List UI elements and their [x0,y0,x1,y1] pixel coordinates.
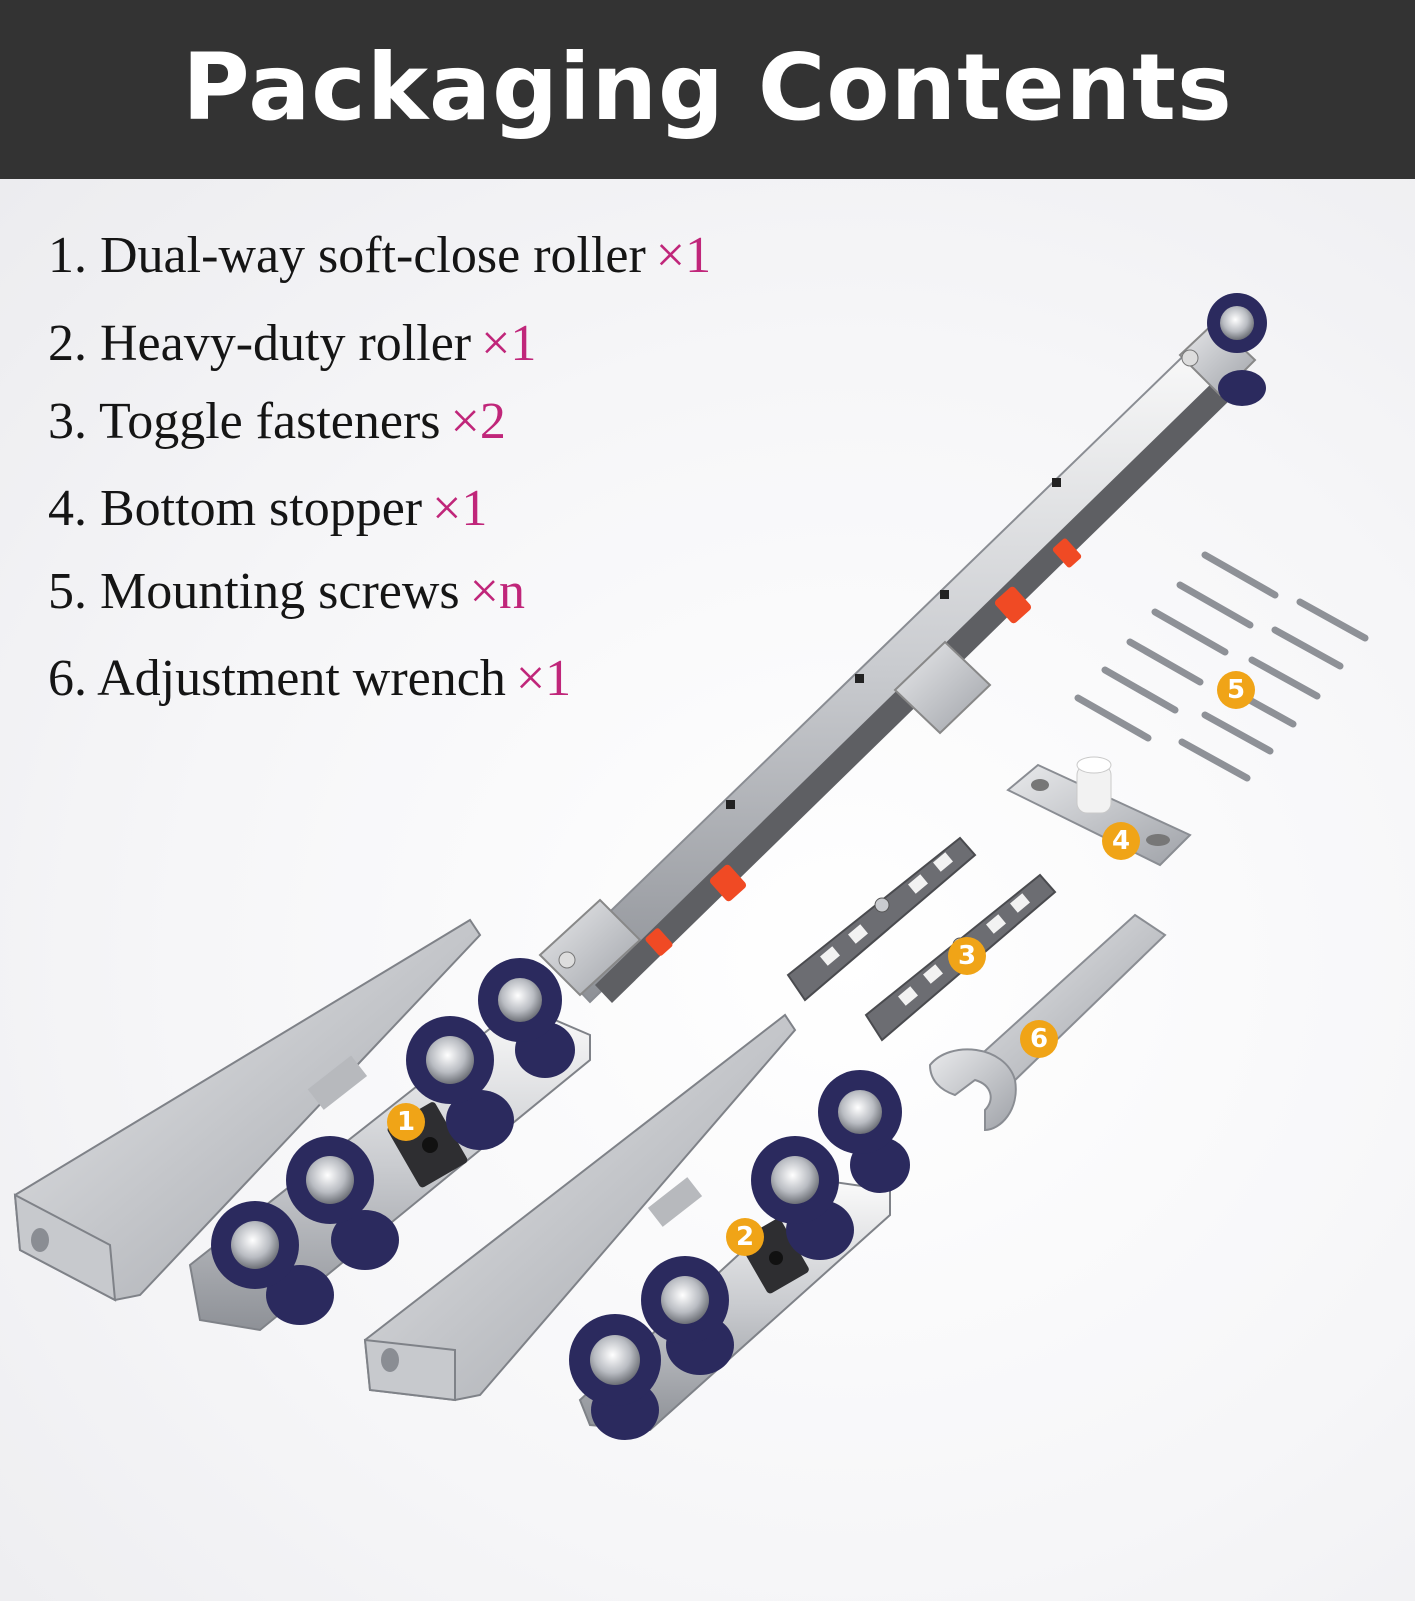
list-item: 4. Bottom stopper×1 [48,480,488,537]
list-item: 1. Dual-way soft-close roller×1 [48,227,712,284]
callout-badge-6: 6 [1020,1020,1058,1058]
damper-clip-icon [645,538,1082,956]
callout-badge-3: 3 [948,937,986,975]
header-bar: Packaging Contents [0,0,1415,179]
dual-way-roller [13,918,591,1332]
callout-badge-5: 5 [1217,671,1255,709]
list-item: 3. Toggle fasteners×2 [48,393,506,450]
soft-close-rail [538,293,1267,1004]
toggle-fasteners [786,836,1057,1042]
list-item: 5. Mounting screws×n [48,563,525,620]
callout-badge-2: 2 [726,1218,764,1256]
callout-badge-1: 1 [387,1103,425,1141]
page-title: Packaging Contents [182,34,1233,141]
heavy-duty-roller [363,1013,910,1440]
list-item: 2. Heavy-duty roller×1 [48,315,537,372]
callout-badge-4: 4 [1102,822,1140,860]
mounting-screws [1074,551,1369,782]
bottom-stopper [1006,756,1192,867]
list-item: 6. Adjustment wrench×1 [48,650,572,707]
